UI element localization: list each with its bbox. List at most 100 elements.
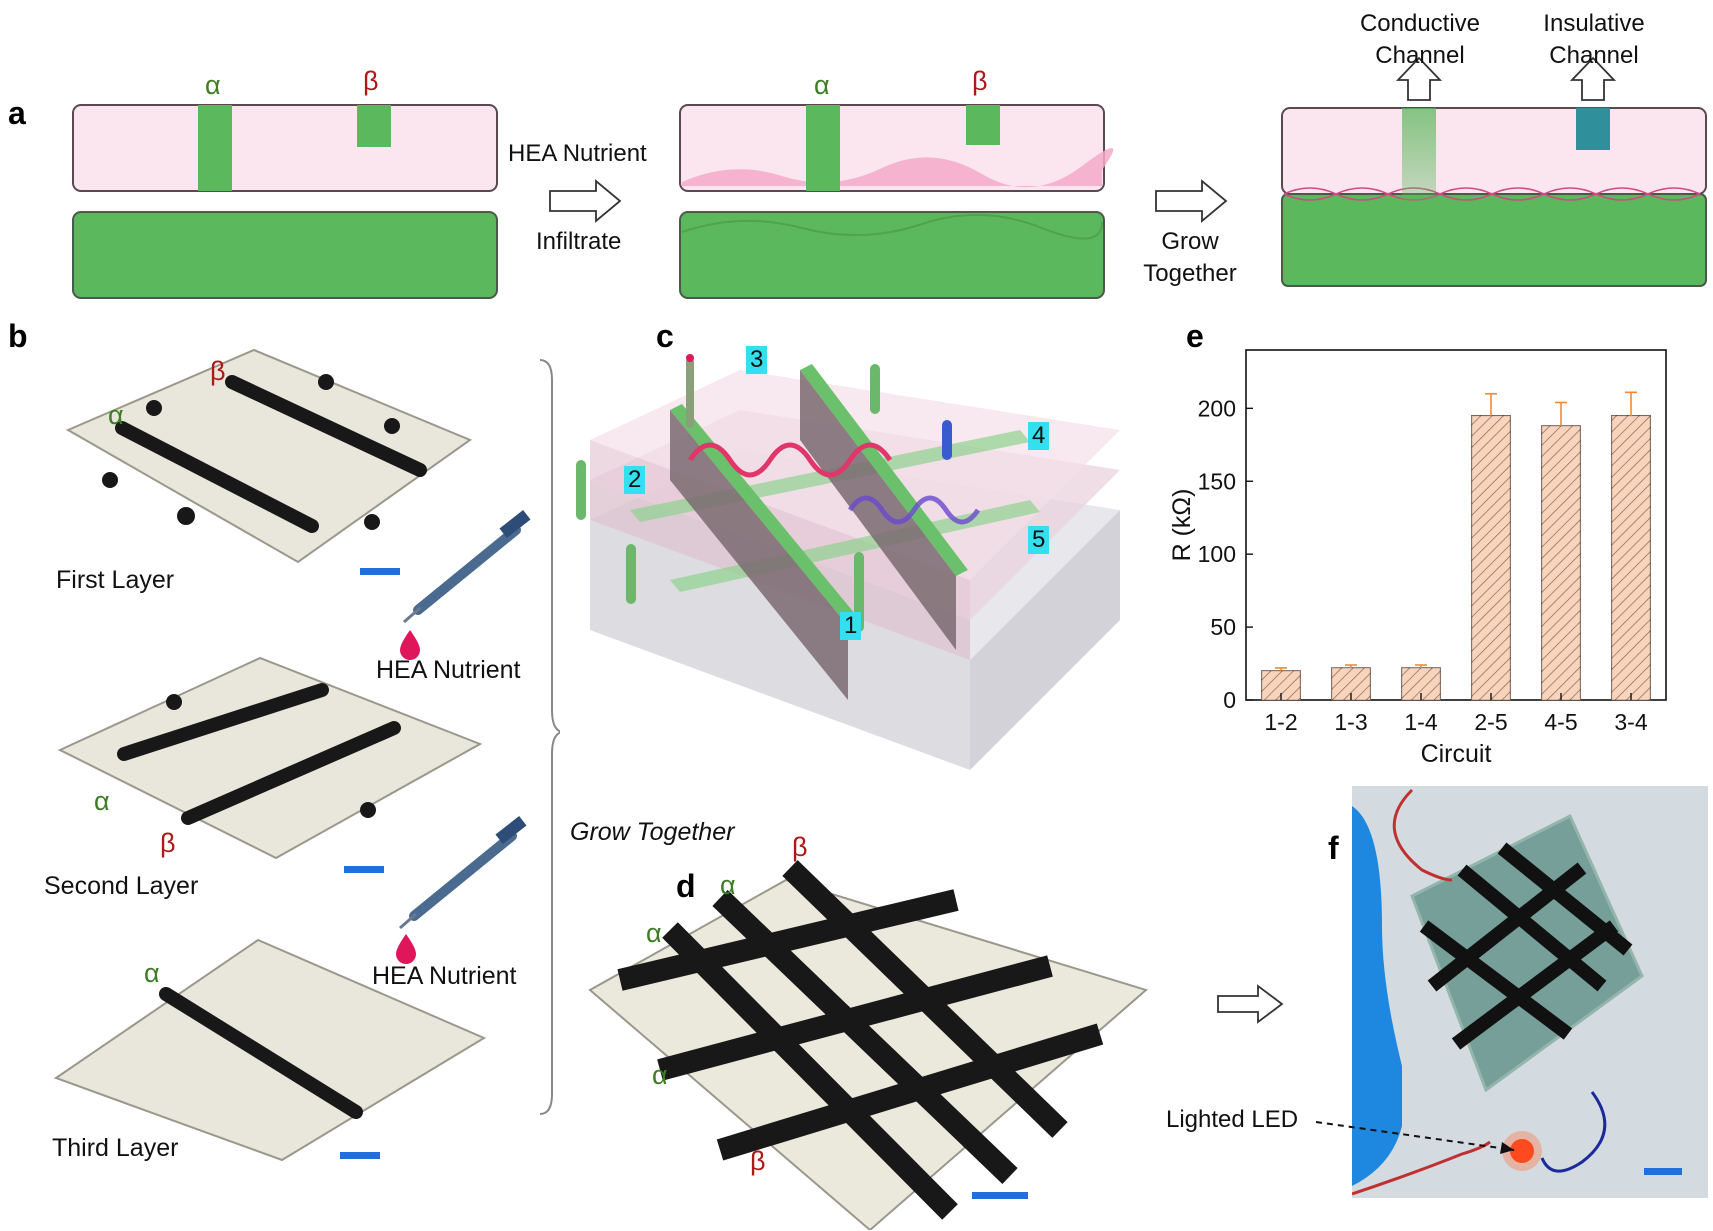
panel-label-e: e	[1186, 318, 1204, 354]
second-layer-sheet	[57, 656, 483, 860]
nutrient-drop-icon	[400, 630, 420, 660]
led-icon	[1510, 1139, 1534, 1163]
panel-d-grid-photo	[588, 860, 1149, 1230]
pipette-icon	[403, 510, 531, 624]
stage3-top-layer	[1281, 107, 1707, 195]
scale-bar	[360, 568, 400, 575]
second-layer-alpha-stripe	[117, 683, 329, 761]
third-layer-alpha-label: α	[144, 958, 160, 988]
arrow-up-icon	[1569, 56, 1617, 101]
x-tick-label: 1-4	[1404, 709, 1437, 735]
conductive-wave	[687, 442, 893, 478]
panel-label-c: c	[656, 318, 674, 354]
plot-frame	[1245, 349, 1667, 701]
first-layer-label: First Layer	[56, 566, 175, 594]
x-tick-label: 4-5	[1544, 709, 1577, 735]
second-layer-label: Second Layer	[44, 872, 199, 900]
stage3-interface-mesh	[1283, 187, 1701, 201]
lighted-led-label: Lighted LED	[1166, 1106, 1299, 1133]
nutrient-drop-icon	[396, 934, 416, 964]
panel-a-diagram	[72, 56, 1707, 299]
stage3-bottom-layer	[1281, 193, 1707, 287]
first-layer-beta-stripe	[225, 375, 427, 477]
x-tick-label: 2-5	[1474, 709, 1507, 735]
hea-nutrient-step-label: HEA Nutrient	[508, 140, 647, 167]
glove-shape	[1352, 806, 1402, 1186]
first-layer-beta-label: β	[210, 356, 226, 386]
arrow-right-icon	[549, 179, 622, 223]
x-tick-label: 3-4	[1614, 709, 1647, 735]
panel-label-d: d	[676, 868, 696, 904]
panel-label-b: b	[8, 318, 28, 354]
stage2-beta-channel	[966, 105, 1000, 145]
stage1-alpha-label: α	[205, 70, 221, 100]
stage1-alpha-channel	[198, 105, 232, 191]
y-tick-label: 200	[1198, 395, 1236, 421]
panel-c-3d-schematic	[576, 354, 1120, 770]
grid-label-2: β	[792, 832, 808, 862]
beta-bar	[800, 364, 968, 576]
stage2-alpha-channel	[806, 105, 840, 191]
grow-together-label: Grow Together	[570, 818, 735, 846]
stage1-beta-channel	[357, 105, 391, 147]
scale-bar	[972, 1192, 1028, 1199]
insulative-line2: Channel	[1549, 42, 1639, 69]
y-tick-label: 100	[1198, 541, 1236, 567]
x-tick-label: 1-2	[1264, 709, 1297, 735]
stage1-beta-label: β	[363, 66, 379, 96]
second-layer-alpha-label: α	[94, 786, 110, 816]
conductive-line1: Conductive	[1359, 10, 1481, 37]
blue-wire	[1540, 1091, 1607, 1173]
electrode-label-3: 3	[746, 346, 768, 374]
grow-together-step-label: Grow Together	[1130, 226, 1250, 290]
third-layer-alpha-stripe	[159, 987, 363, 1119]
together-line: Together	[1143, 260, 1237, 287]
grid-label-3: α	[646, 918, 662, 948]
stage2-nutrient-wave	[682, 147, 1114, 188]
grid-label-4: α	[652, 1060, 668, 1090]
stage2-infiltrate-wave	[681, 213, 1103, 240]
nutrient-label-2: HEA Nutrient	[372, 962, 517, 990]
bar-hatch	[1541, 425, 1581, 700]
conductive-channel-label: Conductive Channel	[1340, 8, 1500, 72]
led-pointer	[1315, 1121, 1515, 1154]
panel-b-layers	[53, 348, 560, 1162]
bar-hatch	[1611, 415, 1651, 700]
third-layer-sheet	[53, 938, 487, 1162]
stage1-bottom-layer	[72, 211, 498, 299]
stage2-bottom-layer	[679, 211, 1105, 299]
y-tick-label: 50	[1210, 614, 1236, 640]
insulative-channel-label: Insulative Channel	[1514, 8, 1674, 72]
first-layer-sheet	[65, 348, 473, 564]
bar-hatch	[1471, 415, 1511, 700]
panel-f-photo	[1352, 786, 1708, 1198]
arrow-up-icon	[1395, 56, 1443, 101]
second-layer-beta-stripe	[181, 721, 401, 825]
insulative-channel	[1576, 108, 1610, 150]
scale-bar	[340, 1152, 380, 1159]
stage2-beta-label: β	[972, 66, 988, 96]
stage1-top-layer	[72, 104, 498, 192]
y-tick-label: 0	[1223, 687, 1236, 713]
x-axis-label: Circuit	[1421, 740, 1492, 768]
arrow-right-icon	[1155, 179, 1228, 223]
panel-label-f: f	[1328, 830, 1339, 866]
electrode-label-5: 5	[1028, 526, 1050, 554]
first-layer-alpha-stripe	[115, 421, 319, 533]
electrode-label-4: 4	[1028, 422, 1050, 450]
panel-label-a: a	[8, 95, 26, 131]
red-wire	[1392, 788, 1453, 882]
conductive-channel	[1402, 108, 1436, 248]
scale-bar	[1644, 1168, 1682, 1175]
electrode-label-1: 1	[840, 612, 862, 640]
conductive-line2: Channel	[1375, 42, 1465, 69]
insulative-wave	[847, 495, 981, 525]
pipette-icon	[399, 816, 527, 930]
second-layer-beta-label: β	[160, 828, 176, 858]
arrow-right-icon	[1217, 984, 1284, 1024]
arrow-to-f	[1217, 984, 1284, 1024]
insulative-line1: Insulative	[1543, 10, 1645, 37]
grid-label-5: β	[750, 1146, 766, 1176]
alpha-bar	[670, 404, 860, 626]
